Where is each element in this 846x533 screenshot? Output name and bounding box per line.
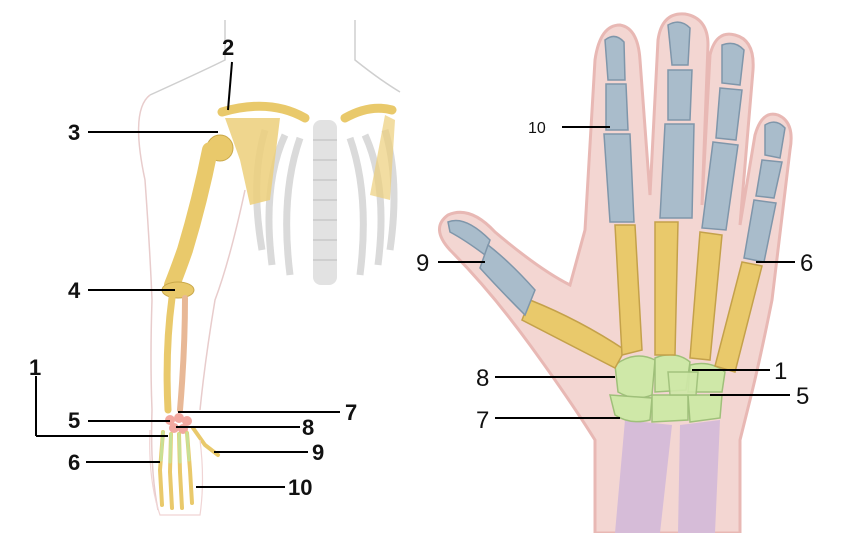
radius xyxy=(180,298,185,410)
label-10: 10 xyxy=(288,475,312,500)
carpals xyxy=(165,413,192,434)
label-8: 8 xyxy=(302,415,314,440)
label-9: 9 xyxy=(416,250,429,277)
humerus xyxy=(172,150,210,285)
ulna xyxy=(167,298,172,410)
metacarpal-middle xyxy=(655,222,678,355)
label-8: 8 xyxy=(476,365,489,392)
hand-skeleton-diagram: 10 9 6 8 1 5 7 xyxy=(410,0,846,533)
neck-outline-right xyxy=(355,20,400,92)
label-5: 5 xyxy=(796,383,809,410)
label-7: 7 xyxy=(476,407,489,434)
label-3: 3 xyxy=(68,120,80,145)
clavicle xyxy=(222,106,305,118)
label-2: 2 xyxy=(222,35,234,60)
label-5: 5 xyxy=(68,408,80,433)
label-6: 6 xyxy=(800,250,813,277)
ulna xyxy=(678,420,720,533)
label-9: 9 xyxy=(312,440,324,465)
arm-skeleton-panel: 2 3 4 1 5 7 8 9 6 10 xyxy=(0,0,410,533)
label-7: 7 xyxy=(345,400,357,425)
hand-skeleton-panel: 10 9 6 8 1 5 7 xyxy=(410,0,846,533)
carpal-bones xyxy=(610,355,725,422)
arm-skin-outline-inner xyxy=(200,190,245,410)
arm-skeleton-diagram: 2 3 4 1 5 7 8 9 6 10 xyxy=(0,0,410,533)
label-10: 10 xyxy=(528,120,546,137)
hand-skin-outline xyxy=(150,430,203,515)
arm-skin-outline xyxy=(139,95,158,510)
label-1: 1 xyxy=(774,358,787,385)
label-4: 4 xyxy=(68,278,81,303)
neck-outline xyxy=(150,20,225,95)
label-1: 1 xyxy=(29,355,41,380)
label-6: 6 xyxy=(68,450,80,475)
